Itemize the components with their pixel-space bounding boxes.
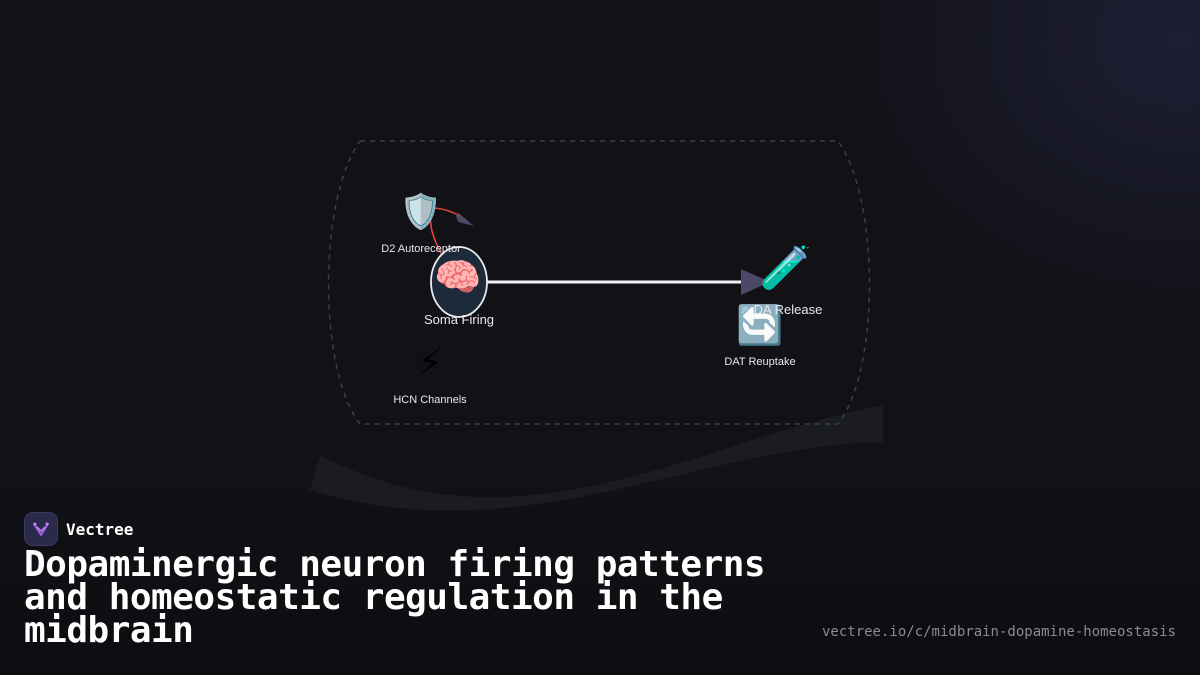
reuptake-cycle-icon: 🔄 xyxy=(736,303,784,347)
node-label-d2-autoreceptor: D2 Autoreceptor xyxy=(381,243,461,255)
arrowhead-d2-fill xyxy=(455,213,474,226)
source-url[interactable]: vectree.io/c/midbrain-dopamine-homeostas… xyxy=(821,624,1176,640)
arrowhead-d2 xyxy=(456,211,474,226)
group-boundary xyxy=(327,140,871,425)
node-label-soma-firing: Soma Firing xyxy=(423,312,495,327)
brand-name: Vectree xyxy=(66,519,134,539)
node-label-hcn-channels: HCN Channels xyxy=(393,394,467,406)
brain-icon: 🧠 xyxy=(434,255,482,299)
soma-node-body xyxy=(430,246,488,318)
edge-soma-to-d2 xyxy=(429,207,467,257)
test-tube-icon: 🧪 xyxy=(759,243,813,292)
shield-icon: 🛡️ xyxy=(399,192,443,232)
lightning-icon: ⚡ xyxy=(417,343,443,384)
decorative-swoosh xyxy=(310,405,883,511)
vectree-logo-icon xyxy=(24,512,58,546)
node-label-dat-reuptake: DAT Reuptake xyxy=(724,356,796,368)
page-title: Dopaminergic neuron firing patterns and … xyxy=(24,544,766,651)
arrowhead-da-release xyxy=(741,269,770,295)
brand: Vectree xyxy=(24,512,133,546)
node-label-da-release: DA Release xyxy=(753,302,823,317)
